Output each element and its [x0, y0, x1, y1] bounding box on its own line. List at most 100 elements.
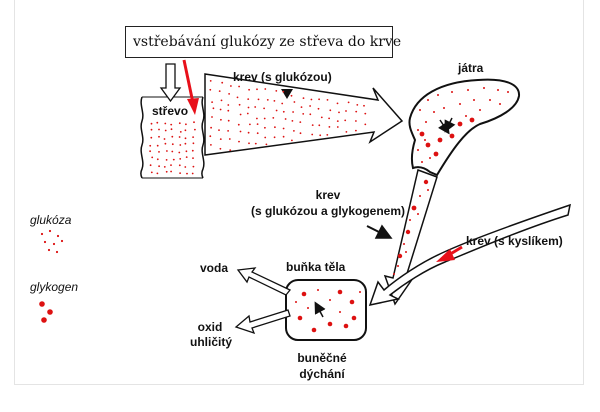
glycogen-dots-cell	[295, 289, 361, 333]
glucose-dot	[238, 85, 241, 88]
glucose-dot	[184, 166, 187, 168]
legend-glucose-symbol	[40, 229, 64, 254]
glycogen-dot	[411, 205, 417, 211]
glycogen-dot	[327, 321, 333, 327]
glucose-dot	[338, 111, 340, 114]
legend-glycogen-label: glykogen	[30, 280, 79, 294]
glycogen-dot	[419, 131, 425, 137]
glucose-dot	[254, 142, 257, 145]
glycogen-dot	[469, 117, 475, 123]
glucose-dot	[263, 107, 265, 110]
glycogen-dot	[433, 151, 439, 157]
glucose-dot	[274, 126, 276, 129]
glucose-dot	[359, 291, 361, 293]
glucose-dot	[309, 105, 311, 107]
glucose-dot	[229, 149, 232, 152]
glucose-dot	[363, 104, 365, 107]
glucose-dot	[227, 130, 230, 132]
absorption-hollow-arrow	[159, 63, 182, 103]
glucose-dot	[236, 96, 239, 99]
glucose-dot	[345, 131, 348, 133]
glucose-dot	[256, 123, 259, 125]
glucose-dot	[219, 108, 222, 111]
glucose-dot	[329, 299, 331, 301]
glucose-dot	[356, 104, 359, 106]
glucose-dot	[186, 172, 188, 175]
glucose-dot	[347, 101, 350, 104]
glucose-dot	[178, 122, 181, 125]
glucose-dot	[273, 100, 276, 102]
glucose-dot	[499, 103, 501, 105]
glucose-dot	[429, 157, 431, 159]
glucose-dot	[192, 165, 195, 168]
glucose-dot	[281, 102, 284, 105]
glucose-dot	[156, 172, 159, 175]
glucose-dot	[421, 161, 423, 163]
glucose-dot	[336, 120, 339, 122]
label-co2-line1: oxid	[197, 320, 223, 334]
glucose-dot	[170, 123, 173, 126]
glucose-dot	[299, 121, 302, 123]
legend-glucose-dot	[56, 234, 60, 238]
glucose-dot	[291, 139, 293, 142]
glucose-dot	[417, 213, 419, 215]
glucose-dot	[256, 88, 258, 91]
glucose-dot	[320, 116, 323, 119]
glucose-dot	[319, 134, 322, 137]
glycogen-dot	[425, 142, 431, 148]
label-blood-glucose: krev (s glukózou)	[233, 70, 332, 84]
glucose-dot	[156, 144, 159, 147]
glucose-dot	[417, 129, 419, 131]
glucose-dot	[185, 150, 188, 153]
glucose-dot	[433, 111, 435, 113]
glucose-dot	[165, 170, 168, 173]
glucose-dot	[317, 289, 319, 291]
glucose-dot	[228, 93, 231, 95]
blood-flow-arrow-oxygen	[368, 203, 571, 307]
glucose-dot	[237, 123, 240, 126]
glucose-dot	[184, 129, 187, 132]
glucose-dot	[171, 143, 174, 146]
glucose-dot	[264, 126, 266, 129]
legend-glucose-dot	[43, 240, 47, 244]
glucose-dot	[291, 120, 294, 122]
glucose-dot	[284, 118, 287, 120]
glucose-dot	[419, 109, 421, 111]
glucose-dot	[336, 126, 339, 128]
glucose-dot	[345, 110, 347, 112]
glucose-dot	[282, 110, 285, 113]
glucose-dot	[249, 123, 251, 126]
water-outlet-arrow	[236, 267, 292, 296]
glucose-glycogen-dots-vessel	[393, 179, 429, 275]
glucose-dot	[151, 156, 154, 159]
co2-outlet-arrow	[234, 309, 291, 335]
glucose-dot	[170, 170, 173, 173]
glucose-dot	[164, 129, 167, 132]
glucose-dot	[364, 112, 367, 115]
label-respiration-line2: dýchání	[299, 367, 345, 381]
glucose-dot	[149, 150, 152, 153]
glycogen-dot	[351, 315, 357, 321]
glucose-dot	[192, 157, 194, 160]
glucose-dot	[489, 99, 491, 101]
glucose-dot	[150, 171, 153, 174]
glucose-dot	[178, 136, 181, 138]
glucose-dot	[218, 90, 221, 92]
glucose-dot	[302, 97, 305, 99]
pointer-arrow-liver-inner-2	[438, 119, 450, 135]
glucose-dot	[355, 129, 357, 132]
glucose-dot	[307, 307, 309, 309]
glucose-dot	[171, 150, 174, 153]
body-cell-shape	[285, 279, 367, 341]
glucose-dot	[355, 120, 357, 122]
glucose-dot	[228, 138, 231, 140]
legend-glucose-label: glukóza	[30, 213, 72, 227]
glucose-dot	[256, 132, 259, 135]
glucose-dot	[397, 265, 399, 267]
glucose-dot	[238, 140, 240, 143]
glucose-dot	[311, 124, 314, 126]
glucose-dot	[497, 89, 499, 91]
glucose-dot	[272, 117, 275, 119]
glucose-dot	[247, 131, 250, 134]
